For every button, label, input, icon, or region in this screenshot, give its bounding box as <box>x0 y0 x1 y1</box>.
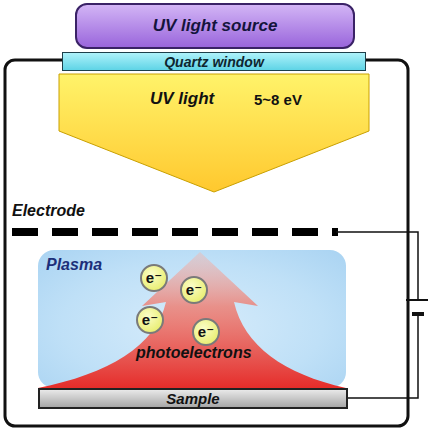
photoelectron-arrow: photoelectrons <box>38 250 346 388</box>
sample-plate: Sample <box>38 388 348 409</box>
electrode-label: Electrode <box>12 202 85 220</box>
arrow-outline <box>59 74 369 192</box>
electron: e⁻ <box>192 318 220 346</box>
node-text: Sample <box>166 390 219 407</box>
electron: e⁻ <box>140 264 168 292</box>
node-text: photoelectrons <box>136 344 252 362</box>
light-source-box: UV light source <box>75 3 355 49</box>
arrow-shape <box>38 250 346 388</box>
node-text: e⁻ <box>186 281 202 299</box>
wire <box>336 232 418 300</box>
node-text: Quartz window <box>164 54 264 70</box>
node-text: UV light <box>150 89 214 109</box>
node-text: e⁻ <box>146 269 162 287</box>
mesh-electrode <box>12 228 338 236</box>
plasma-region: Plasma photoelectrons e⁻ e⁻ e⁻ e⁻ <box>38 250 346 388</box>
battery-plate-long <box>406 299 428 301</box>
node-text: e⁻ <box>198 323 214 341</box>
vacuum-chamber <box>5 60 408 426</box>
arrow-outline <box>38 252 346 388</box>
node-text: e⁻ <box>142 311 158 329</box>
node-text: Plasma <box>46 256 102 274</box>
electron: e⁻ <box>180 276 208 304</box>
node-text: 5~8 eV <box>254 91 302 108</box>
wire <box>348 314 418 398</box>
quartz-window: Quartz window <box>62 52 366 71</box>
node-text: UV light source <box>153 16 278 36</box>
uv-light-arrow: UV light 5~8 eV <box>58 73 370 193</box>
electron: e⁻ <box>136 306 164 334</box>
